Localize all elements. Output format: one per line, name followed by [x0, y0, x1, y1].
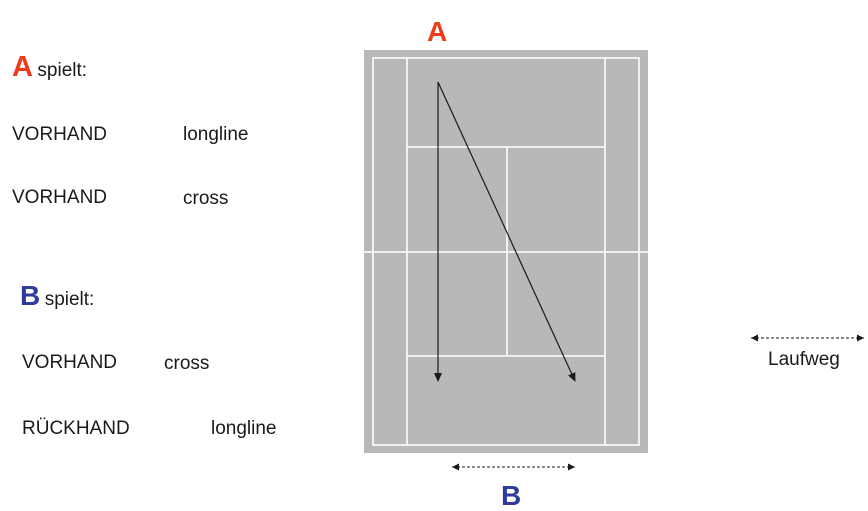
player-b-shot-1-direction: cross: [164, 353, 210, 374]
player-a-shot-1-stroke: VORHAND: [12, 124, 108, 145]
player-b-letter: B: [20, 280, 41, 311]
cross-shot-arrow: [437, 81, 576, 382]
player-a-heading: A spielt:: [12, 53, 87, 82]
player-a-verb: spielt:: [37, 60, 88, 81]
player-b-shot-2-direction: longline: [211, 418, 277, 439]
player-a-shot-2-direction: cross: [183, 188, 229, 209]
court-player-a-label: A: [427, 16, 448, 47]
court-lines: [364, 57, 648, 446]
court-player-b-label: B: [501, 480, 522, 511]
player-a-letter: A: [12, 51, 33, 83]
legend-laufweg-label: Laufweg: [768, 349, 840, 370]
player-b-shot-2-stroke: RÜCKHAND: [22, 418, 130, 439]
player-a-shot-1-direction: longline: [183, 124, 249, 145]
player-a-shot-2-stroke: VORHAND: [12, 187, 108, 208]
player-b-heading: B spielt:: [20, 282, 94, 310]
player-b-verb: spielt:: [44, 289, 95, 310]
player-b-shot-1-stroke: VORHAND: [22, 352, 118, 373]
